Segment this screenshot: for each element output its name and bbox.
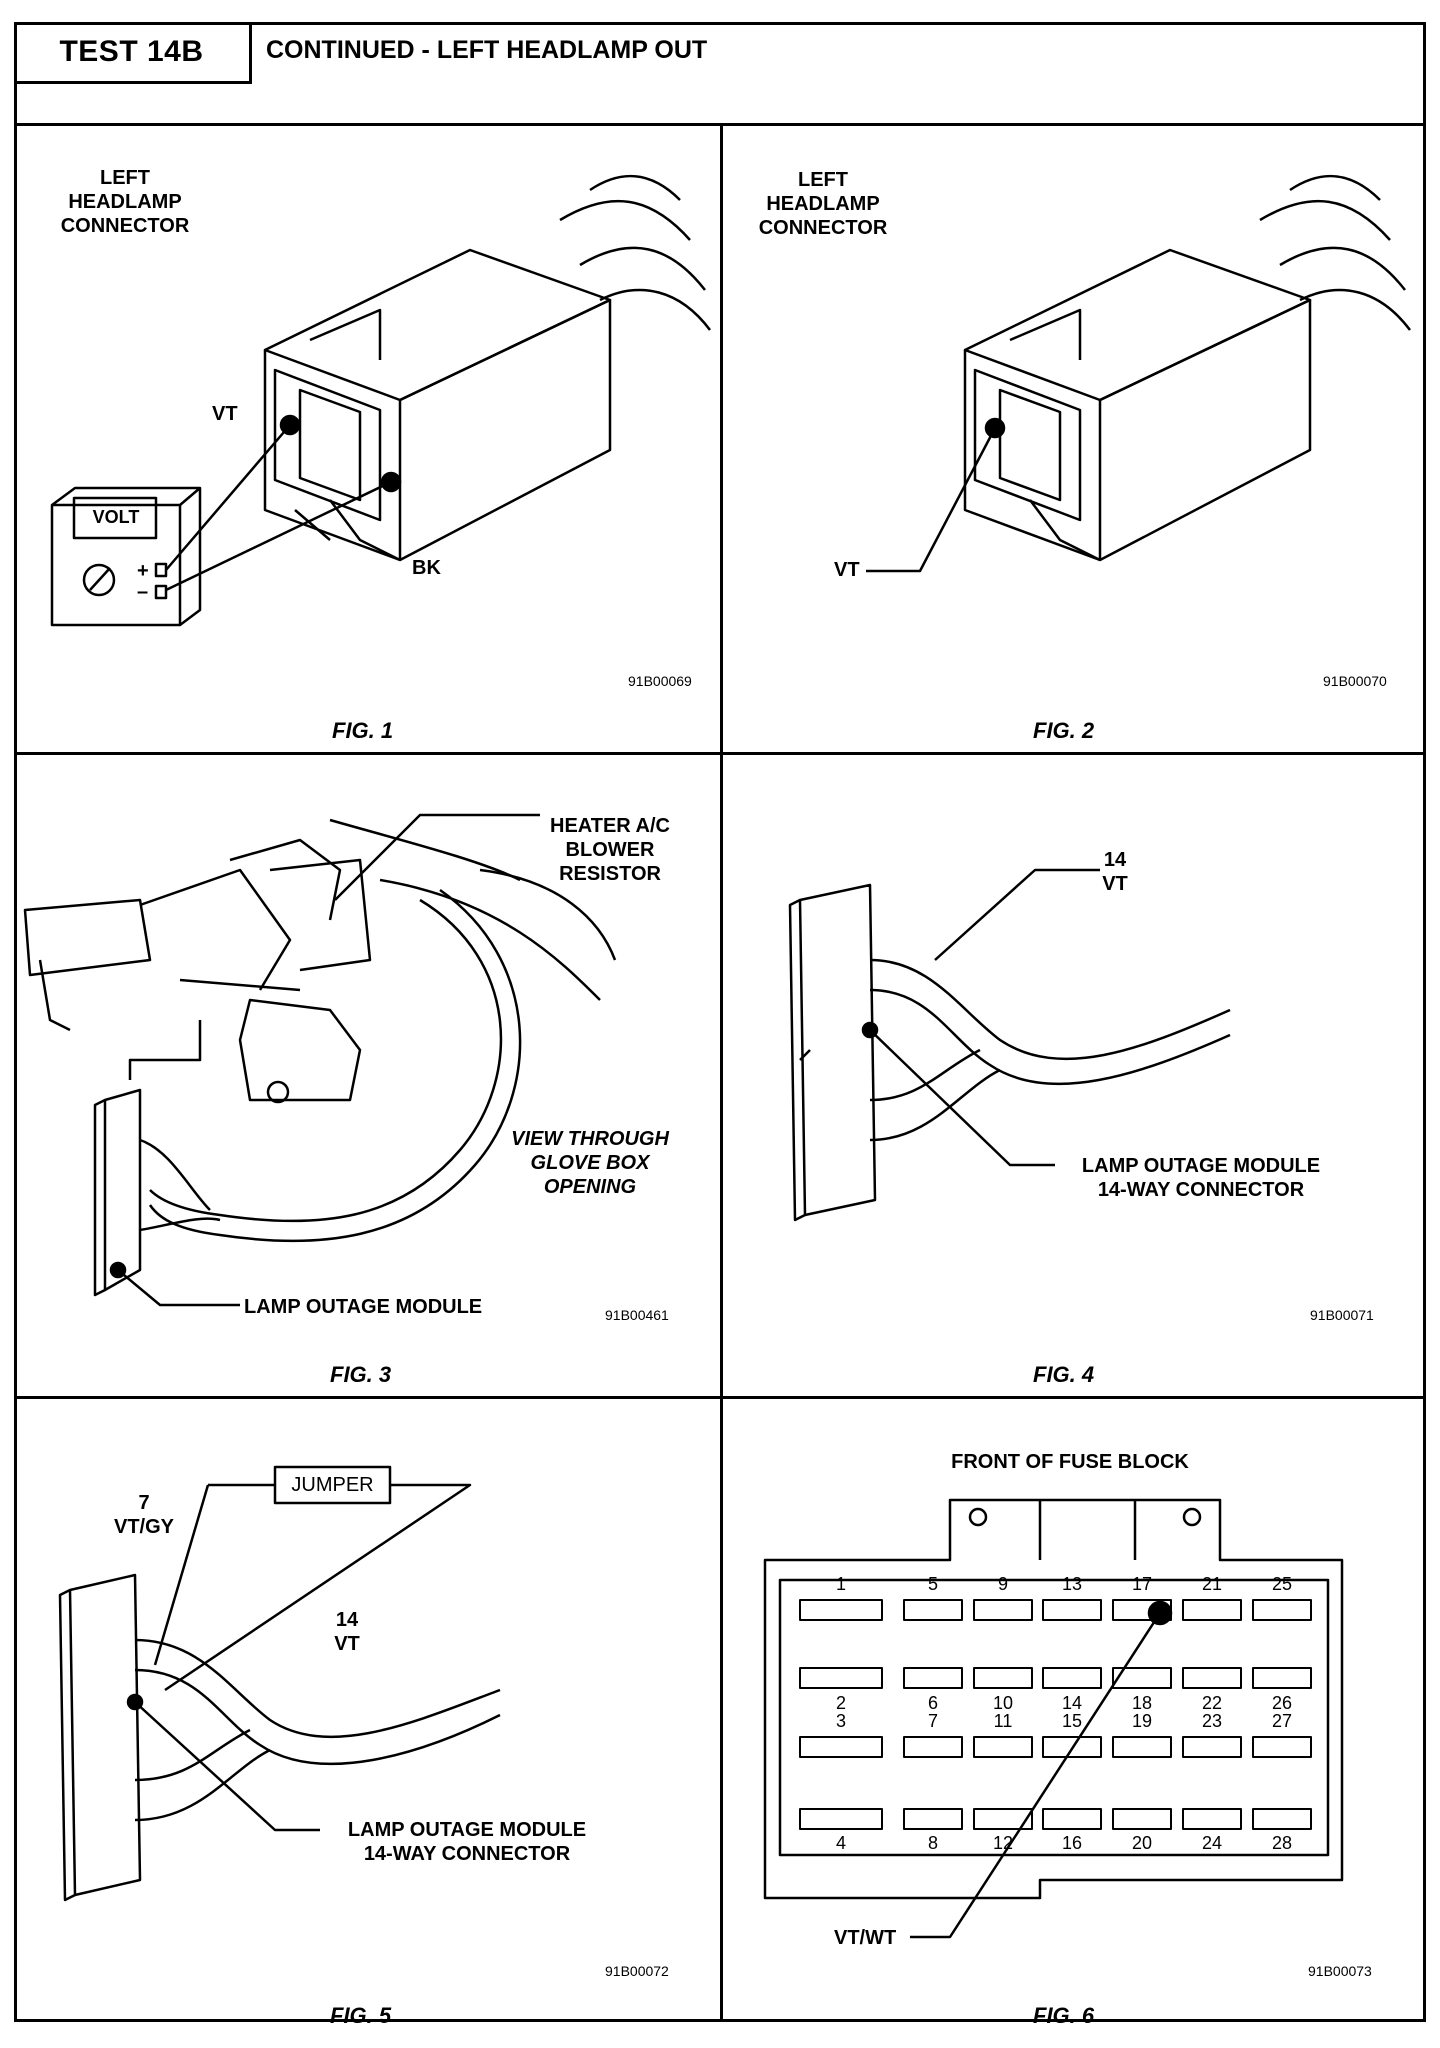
test-number: TEST 14B [14,22,252,84]
fuse-number: 15 [1061,1711,1083,1731]
grid-divider-vertical [720,126,723,2022]
fuse-number: 10 [992,1693,1014,1713]
fig1-vt-label: VT [212,403,238,425]
fig2-code: 91B00070 [1323,673,1387,689]
fig6-caption: FIG. 6 [1033,2003,1095,2028]
fig4-lamp-outage-module [788,883,1231,1222]
fuse-number: 21 [1201,1574,1223,1594]
fig6-fuse-block-outline [763,1498,1344,1900]
fuse-number: 27 [1271,1711,1293,1731]
fuse-number: 12 [992,1833,1014,1853]
fuse-number: 6 [927,1693,938,1713]
fig6-title: FRONT OF FUSE BLOCK [951,1451,1189,1473]
fig5-pin14-label: 14 VT [334,1609,360,1655]
fig1-code: 91B00069 [628,673,692,689]
fuse-number: 22 [1201,1693,1223,1713]
fuse-number: 23 [1201,1711,1223,1731]
fig5-caption: FIG. 5 [330,2003,392,2028]
fig6-fuse-slots [799,1599,1312,1830]
fig2-connector-label: LEFT HEADLAMP CONNECTOR [758,169,888,239]
fuse-number: 16 [1061,1833,1083,1853]
fig3-module-label: LAMP OUTAGE MODULE [244,1296,483,1318]
fuse-number: 24 [1201,1833,1223,1853]
fig3-view-label: VIEW THROUGH GLOVE BOX OPENING [511,1128,669,1198]
fig3-caption: FIG. 3 [330,1362,392,1387]
fig6-code: 91B00073 [1308,1963,1372,1979]
fig4-caption: FIG. 4 [1033,1362,1095,1387]
fig4-code: 91B00071 [1310,1307,1374,1323]
fig3-wiring-harness [23,818,617,1297]
fuse-number: 14 [1061,1693,1083,1713]
fuse-number: 3 [835,1711,846,1731]
voltmeter-display: VOLT [92,507,140,527]
fig1-connector-label: LEFT HEADLAMP CONNECTOR [60,167,190,237]
fig1-voltmeter [50,486,202,627]
jumper-label: JUMPER [291,1474,374,1496]
fig5-code: 91B00072 [605,1963,669,1979]
voltmeter-minus: – [137,581,149,603]
fuse-number: 8 [927,1833,938,1853]
fuse-number: 17 [1131,1574,1153,1594]
fig1-bk-label: BK [412,557,441,579]
fuse-number: 11 [993,1711,1013,1731]
fuse-number: 18 [1131,1693,1153,1713]
fuse-number: 19 [1131,1711,1153,1731]
fuse-number: 7 [927,1711,938,1731]
page-title: CONTINUED - LEFT HEADLAMP OUT [266,36,708,64]
fuse-number: 9 [997,1574,1008,1594]
fuse-number: 25 [1271,1574,1293,1594]
fuse-number: 5 [927,1574,938,1594]
fuse-number: 26 [1271,1693,1293,1713]
fig3-code: 91B00461 [605,1307,669,1323]
voltmeter-plus: + [137,560,149,582]
fig2-headlamp-connector [963,174,1411,562]
fig2-caption: FIG. 2 [1033,718,1095,743]
header-bar [14,22,1426,126]
fig5-lamp-outage-module [58,1573,501,1902]
fig2-vt-label: VT [834,559,860,581]
fuse-number: 2 [835,1693,846,1713]
fig3-resistor-label: HEATER A/C BLOWER RESISTOR [550,815,670,885]
fig1-headlamp-connector [263,174,711,562]
fig1-caption: FIG. 1 [332,718,394,743]
fig6-wire-label: VT/WT [834,1927,897,1949]
fuse-number: 1 [835,1574,846,1594]
grid-divider-row2 [14,1396,1426,1399]
fuse-number: 20 [1131,1833,1153,1853]
fuse-number: 28 [1271,1833,1293,1853]
fig5-pin7-label: 7 VT/GY [113,1492,174,1538]
grid-divider-row1 [14,752,1426,755]
fig5-module-label: LAMP OUTAGE MODULE 14-WAY CONNECTOR [347,1819,587,1865]
fuse-number: 13 [1061,1574,1083,1594]
fig4-module-label: LAMP OUTAGE MODULE 14-WAY CONNECTOR [1081,1155,1321,1201]
fig4-pin-label: 14 VT [1102,849,1128,895]
fuse-number: 4 [835,1833,846,1853]
